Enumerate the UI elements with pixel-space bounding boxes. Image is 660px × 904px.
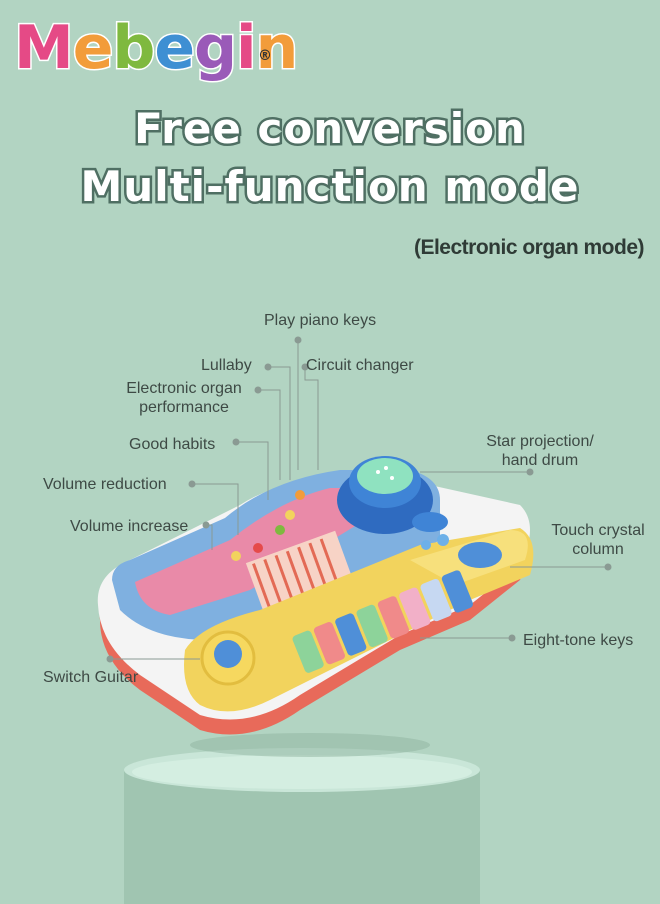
label-electronic-organ-line2: performance — [139, 399, 229, 416]
mode-label: (Electronic organ mode) — [413, 236, 645, 259]
label-circuit-changer: Circuit changer — [306, 357, 414, 374]
label-star-projection-line2: hand drum — [501, 452, 579, 469]
label-good-habits: Good habits — [129, 436, 216, 453]
label-electronic-organ: Electronic organ performance — [114, 379, 254, 417]
headline-line-1: Free conversion — [132, 102, 528, 156]
label-star-projection: Star projection/ hand drum — [460, 432, 620, 470]
registered-mark: ® — [258, 48, 272, 64]
label-electronic-organ-line1: Electronic organ — [126, 380, 242, 397]
label-touch-crystal-line2: column — [572, 541, 624, 558]
podium — [124, 748, 480, 904]
label-touch-crystal: Touch crystal column — [538, 521, 658, 559]
label-volume-reduction: Volume reduction — [43, 476, 167, 493]
label-play-piano-keys: Play piano keys — [264, 312, 377, 329]
label-touch-crystal-line1: Touch crystal — [551, 522, 645, 539]
leader-dots — [106, 336, 612, 663]
leader-lines — [110, 340, 608, 660]
headline-line-2: Multi-function mode — [78, 160, 581, 214]
brand-logo: Mebegin ® — [13, 8, 300, 88]
label-switch-guitar: Switch Guitar — [43, 669, 139, 686]
label-volume-increase: Volume increase — [70, 518, 189, 535]
toy-organ — [97, 456, 534, 735]
label-eight-tone-keys: Eight-tone keys — [523, 632, 634, 649]
label-lullaby: Lullaby — [201, 357, 252, 374]
label-star-projection-line1: Star projection/ — [486, 433, 594, 450]
